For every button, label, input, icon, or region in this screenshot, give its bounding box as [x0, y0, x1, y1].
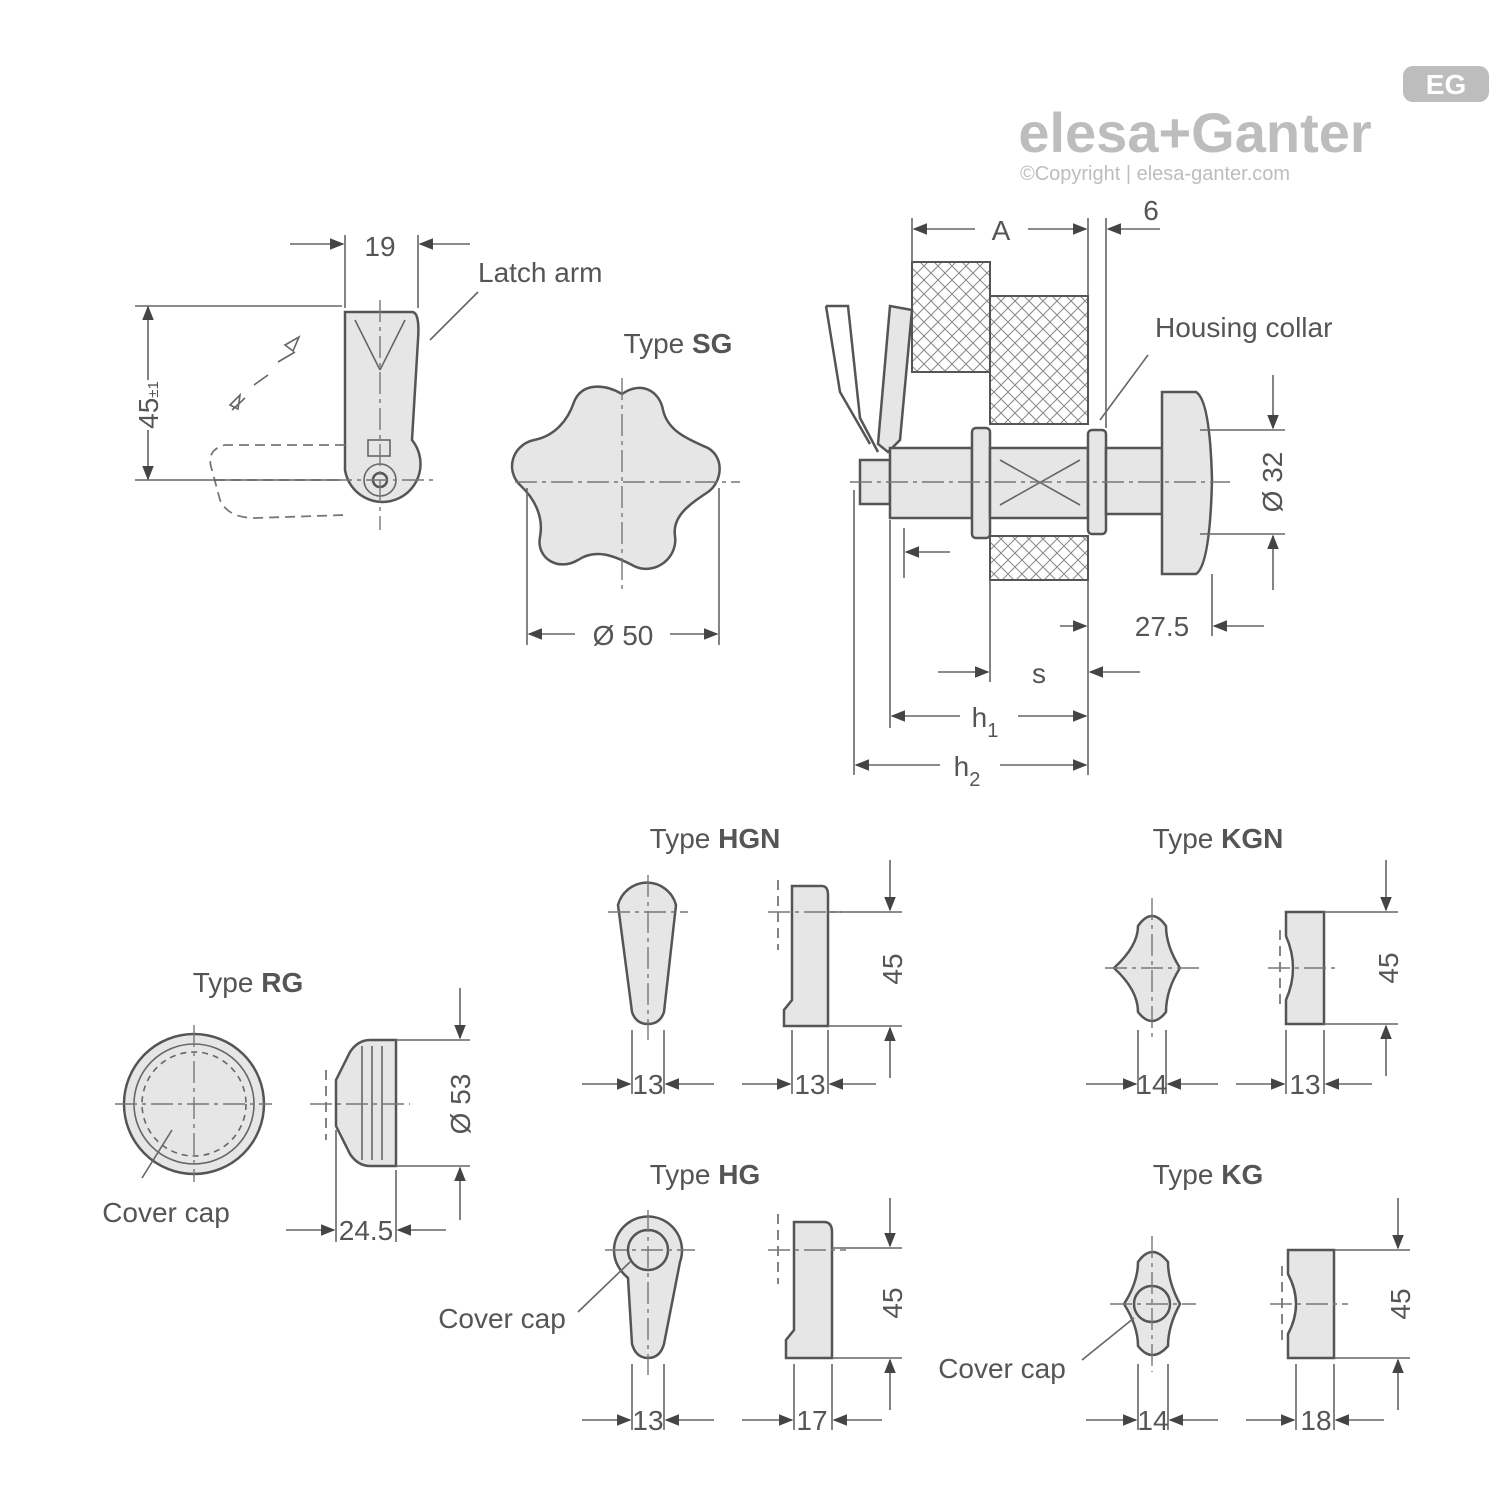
- sg-diameter-dim: Ø 50: [593, 620, 654, 651]
- collar-diameter-dim: Ø 32: [1257, 452, 1288, 513]
- hg-side-width-dim: 17: [796, 1405, 827, 1436]
- kg-height-dim: 45: [1385, 1288, 1416, 1319]
- kgn-height-dim: 45: [1373, 952, 1404, 983]
- type-hg-view: Type HG Cover cap 13 17 45: [438, 1159, 908, 1436]
- type-hgn-title: Type HGN: [650, 823, 781, 854]
- h1-dim: h1: [972, 702, 999, 742]
- latch-arm-label: Latch arm: [478, 257, 603, 288]
- type-hgn-view: Type HGN 13 13 45: [582, 823, 908, 1100]
- collar-offset-dim: 6: [1143, 195, 1159, 226]
- type-kg-view: Type KG Cover cap 14 18 45: [938, 1159, 1416, 1436]
- latch-arm-view: 19 45±1 Latch arm: [133, 231, 603, 530]
- rg-diameter-dim: Ø 53: [445, 1074, 476, 1135]
- stroke-s-dim: s: [1032, 658, 1046, 689]
- copyright-text: ©Copyright | elesa-ganter.com: [1020, 163, 1290, 185]
- kg-front-width-dim: 14: [1137, 1405, 1168, 1436]
- hgn-height-dim: 45: [877, 953, 908, 984]
- latch-width-dim: 19: [364, 231, 395, 262]
- type-rg-title: Type RG: [193, 967, 303, 998]
- kgn-side-width-dim: 13: [1289, 1069, 1320, 1100]
- latch-height-dim: 45±1: [133, 381, 164, 429]
- panel-thickness-A: A: [992, 215, 1011, 246]
- type-kgn-title: Type KGN: [1153, 823, 1284, 854]
- logo-wordmark: elesa+Ganter: [1018, 101, 1371, 164]
- type-rg-view: Type RG Cover cap Ø 53 24.5: [102, 967, 476, 1246]
- rg-cover-cap-label: Cover cap: [102, 1197, 230, 1228]
- hg-height-dim: 45: [877, 1287, 908, 1318]
- kg-cover-cap-label: Cover cap: [938, 1353, 1066, 1384]
- kgn-front-width-dim: 14: [1136, 1069, 1167, 1100]
- kg-side-width-dim: 18: [1300, 1405, 1331, 1436]
- hg-cover-cap-label: Cover cap: [438, 1303, 566, 1334]
- housing-collar-label: Housing collar: [1155, 312, 1332, 343]
- eg-badge-shape: [1403, 66, 1489, 102]
- knob-offset-dim: 27.5: [1135, 611, 1190, 642]
- hgn-side-width-dim: 13: [794, 1069, 825, 1100]
- eg-badge-text: EG: [1426, 69, 1466, 100]
- assembly-section-view: A 6 Housing collar Ø 32 27.5 s h1: [824, 195, 1332, 791]
- type-kg-title: Type KG: [1153, 1159, 1263, 1190]
- type-sg-title: Type SG: [624, 328, 733, 359]
- type-kgn-view: Type KGN 14 13 45: [1086, 823, 1404, 1100]
- rg-width-dim: 24.5: [339, 1215, 394, 1246]
- hgn-front-width-dim: 13: [632, 1069, 663, 1100]
- type-sg-view: Type SG Ø 50: [510, 328, 740, 651]
- hg-front-width-dim: 13: [632, 1405, 663, 1436]
- type-hg-title: Type HG: [650, 1159, 760, 1190]
- brand-logo: EG elesa+Ganter ©Copyright | elesa-gante…: [1018, 66, 1489, 185]
- h2-dim: h2: [954, 751, 981, 791]
